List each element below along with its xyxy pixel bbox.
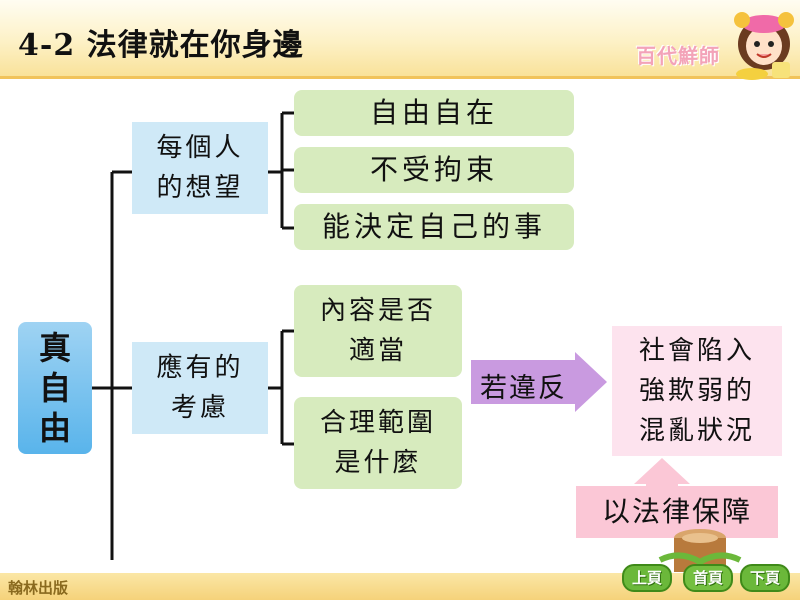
next-page-button[interactable]: 下頁: [740, 564, 791, 592]
root-char-1: 真: [38, 329, 71, 367]
leaf-content-line-1: 內容是否: [319, 295, 436, 326]
leaf-reasonable-scope: 合理範圍 是什麼: [294, 397, 462, 489]
leaf-content-line-2: 適當: [348, 336, 407, 366]
header-bar: 4-2 法律就在你身邊 百代鮮師: [0, 0, 800, 80]
leaf-content-appropriate: 內容是否 適當: [294, 285, 462, 377]
branch-considerations: 應有的 考慮: [132, 342, 268, 434]
leaf-unrestrained: 不受拘束: [294, 147, 574, 193]
right-arrow-icon: [471, 352, 607, 412]
consequence-box: 社會陷入 強欺弱的 混亂狀況: [612, 326, 782, 456]
arrow-label: 若違反: [480, 373, 567, 404]
page-title: 4-2 法律就在你身邊: [18, 28, 304, 63]
protection-box: 以法律保障: [576, 486, 778, 538]
branch-considerations-line-1: 應有的: [156, 352, 244, 383]
root-char-2: 自: [38, 369, 71, 407]
leaf-scope-line-1: 合理範圍: [319, 407, 436, 438]
mascot-girl-icon: [734, 12, 794, 80]
branch-wishes-line-1: 每個人: [156, 132, 244, 163]
branch-wishes-line-2: 的想望: [156, 173, 244, 203]
prev-page-button[interactable]: 上頁: [622, 564, 673, 592]
leaf-decide-own-affairs: 能決定自己的事: [294, 204, 574, 250]
leaf-free-at-ease: 自由自在: [294, 90, 574, 136]
consequence-line-2: 強欺弱的: [638, 375, 755, 406]
branch-considerations-line-2: 考慮: [170, 393, 229, 423]
root-node: 真 自 由: [18, 322, 92, 454]
branch-wishes: 每個人 的想望: [132, 122, 268, 214]
consequence-line-1: 社會陷入: [638, 335, 755, 366]
brand-logo: 百代鮮師: [636, 44, 720, 68]
up-arrow-icon: [634, 458, 690, 490]
consequence-line-3: 混亂狀況: [638, 416, 755, 447]
publisher-logo: 翰林出版: [8, 579, 69, 597]
leaf-scope-line-2: 是什麼: [334, 448, 422, 478]
root-char-3: 由: [38, 409, 71, 447]
tree-stump-icon: [658, 529, 742, 572]
home-button[interactable]: 首頁: [683, 564, 734, 592]
